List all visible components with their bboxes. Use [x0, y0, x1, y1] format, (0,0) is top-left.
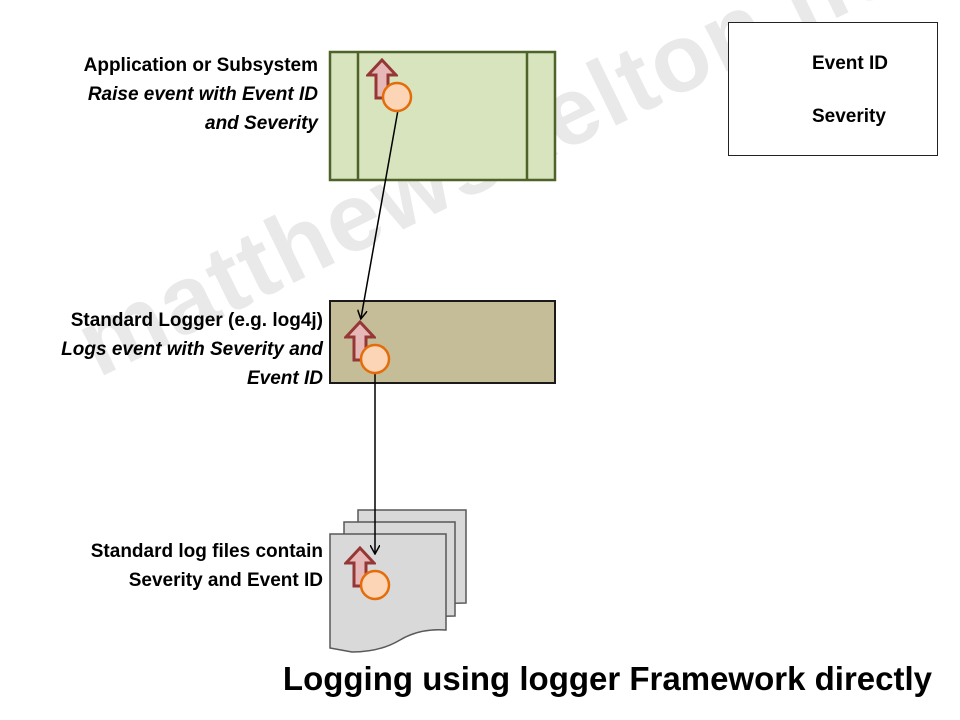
log-files-icon: [329, 509, 467, 653]
logger-desc-line1: Logs event with Severity and: [61, 339, 323, 360]
application-title: Application or Subsystem: [83, 55, 318, 76]
legend-severity-label: Severity: [812, 106, 886, 127]
logfiles-desc-line2: Severity and Event ID: [128, 570, 323, 591]
logger-title: Standard Logger (e.g. log4j): [70, 310, 323, 331]
logfiles-desc-line1: Standard log files contain: [90, 541, 323, 562]
application-label: Application or Subsystem Raise event wit…: [84, 51, 318, 138]
application-desc-line2: and Severity: [205, 113, 318, 134]
event-id-icon: [381, 81, 413, 113]
event-id-icon: [359, 343, 391, 375]
legend-event-id-label: Event ID: [812, 53, 889, 74]
logger-label: Standard Logger (e.g. log4j) Logs event …: [61, 306, 323, 393]
application-box: [328, 50, 557, 182]
arrow-app-to-logger: [361, 109, 399, 318]
event-id-icon: [359, 569, 391, 601]
diagram-title: Logging using logger Framework directly: [282, 660, 932, 697]
logger-desc-line2: Event ID: [246, 368, 323, 389]
application-desc-line1: Raise event with Event ID: [87, 84, 318, 105]
legend-box: Event ID Severity: [728, 22, 938, 156]
logfiles-label: Standard log files contain Severity and …: [91, 537, 323, 595]
